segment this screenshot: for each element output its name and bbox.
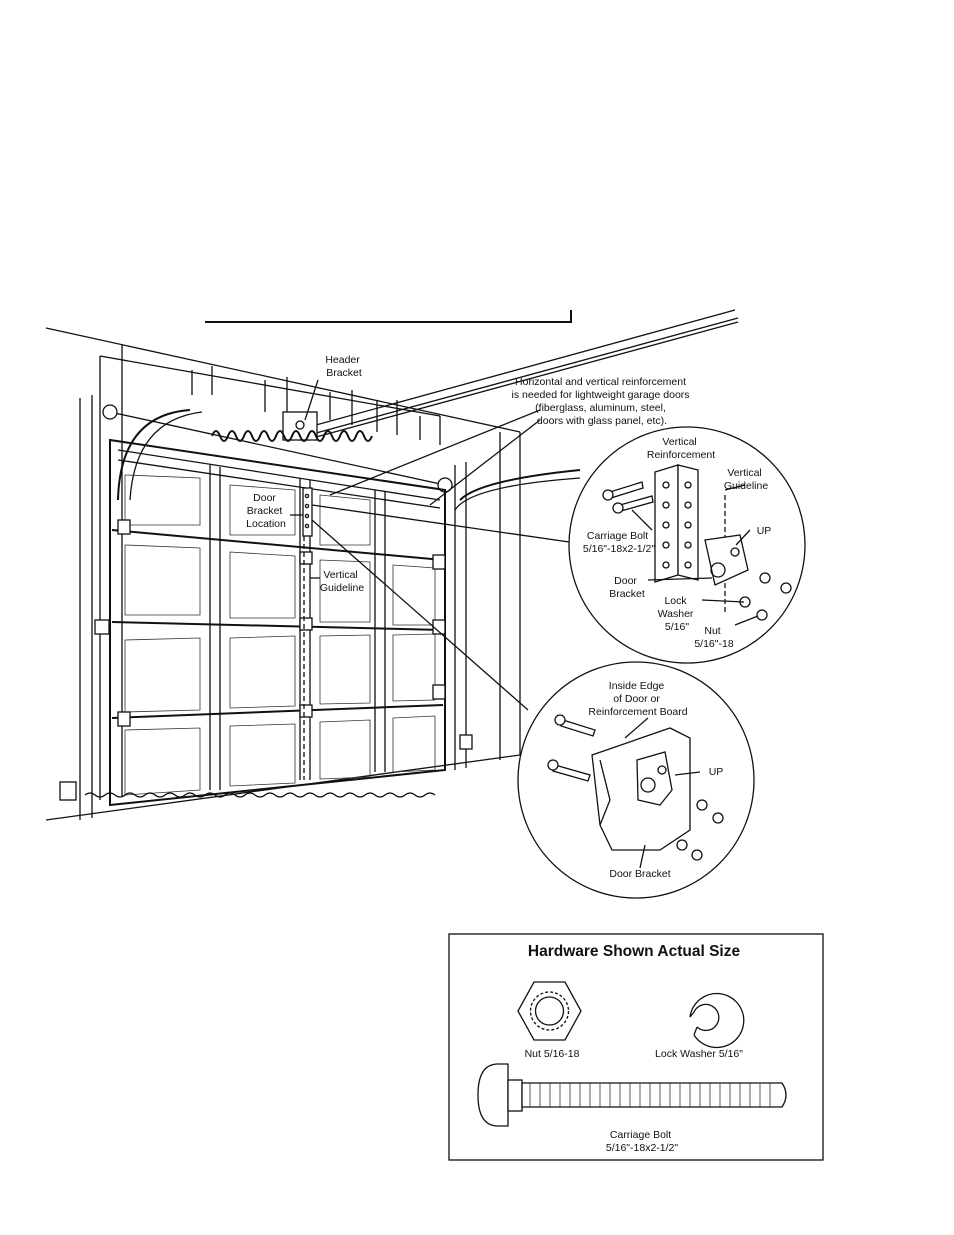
lock-washer-detail-label: Lock Washer 5/16" — [658, 595, 697, 633]
torsion-spring — [102, 404, 453, 493]
lock-washer-label: Lock Washer 5/16" — [655, 1048, 743, 1060]
inside-edge-label: Inside Edge of Door or Reinforcement Boa… — [588, 680, 687, 718]
garage-door — [59, 438, 473, 807]
reinforcement-note: Horizontal and vertical reinforcement is… — [512, 376, 693, 427]
note-leader-lines — [304, 379, 541, 506]
nut-detail-label: Nut 5/16"-18 — [694, 625, 733, 650]
up-label-top: UP — [757, 525, 772, 537]
opener-rail — [304, 309, 739, 441]
detail-circle-inside-edge — [517, 661, 755, 899]
door-bracket-location-label: Door Bracket Location — [246, 492, 286, 530]
door-bracket-bottom-label: Door Bracket — [609, 868, 670, 880]
carriage-bolt-detail-label: Carriage Bolt 5/16"-18x2-1/2" — [583, 530, 656, 555]
door-bracket-top-label: Door Bracket — [609, 575, 645, 600]
top-bracket-line — [205, 310, 572, 323]
door-tracks — [117, 409, 581, 511]
vertical-guideline-door-label: Vertical Guideline — [320, 569, 365, 594]
hardware-title: Hardware Shown Actual Size — [528, 943, 741, 960]
nut-icon — [517, 981, 582, 1041]
carriage-bolt-icon — [477, 1063, 787, 1127]
header-bracket-label: Header Bracket — [325, 354, 362, 379]
lock-washer-icon — [689, 992, 745, 1049]
vertical-reinforcement-label: Vertical Reinforcement — [647, 436, 715, 461]
door-bracket-location-marker — [290, 487, 320, 780]
up-label-bottom: UP — [709, 766, 724, 778]
vertical-guideline-detail-label: Vertical Guideline — [724, 467, 769, 492]
hardware-box: Hardware Shown Actual Size Nut 5/16-18 L… — [448, 933, 824, 1161]
detail-connector-lines — [311, 504, 591, 711]
nut-label: Nut 5/16-18 — [525, 1048, 580, 1060]
carriage-bolt-label: Carriage Bolt 5/16"-18x2-1/2" — [606, 1129, 679, 1154]
garage-structure — [45, 327, 521, 821]
detail-circle-vertical-reinforcement — [568, 426, 806, 664]
